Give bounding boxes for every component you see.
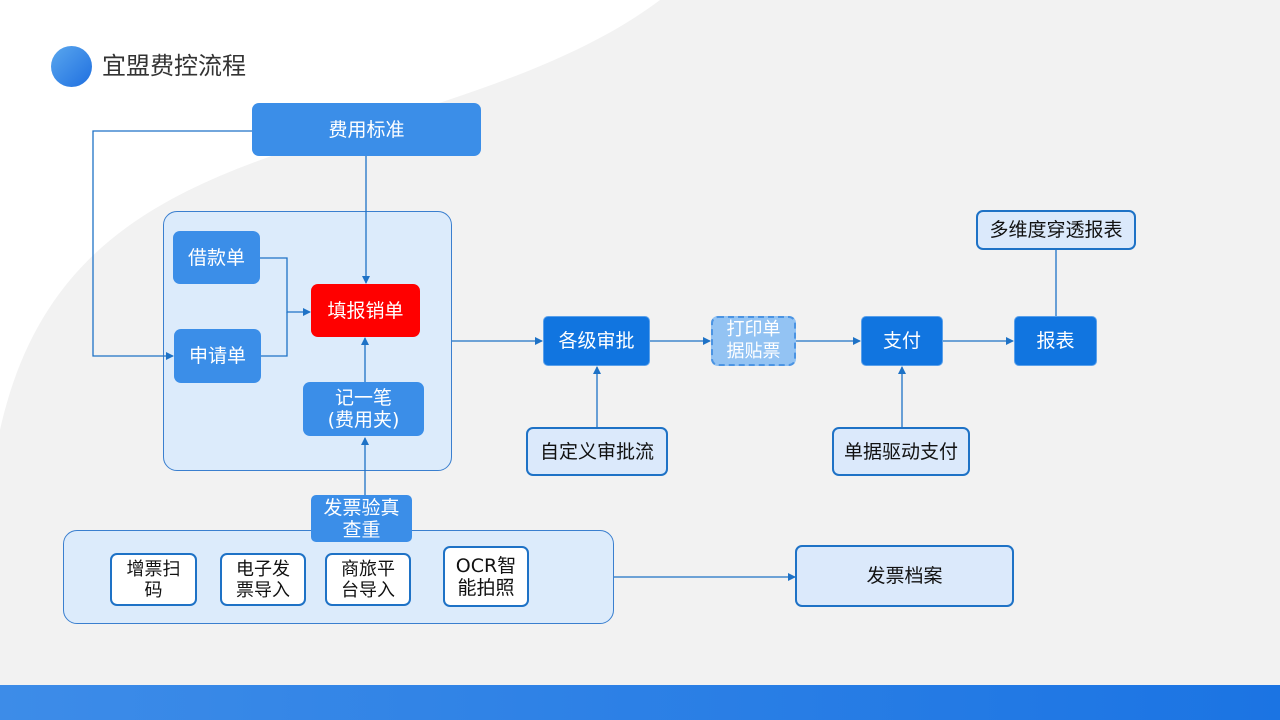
node-travel-platform-import[interactable]: 商旅平 台导入: [325, 553, 411, 606]
node-e-invoice-import[interactable]: 电子发 票导入: [220, 553, 306, 606]
node-approval[interactable]: 各级审批: [543, 316, 650, 366]
node-payment[interactable]: 支付: [861, 316, 943, 366]
node-report[interactable]: 报表: [1014, 316, 1097, 366]
footer-bar: [0, 685, 1280, 720]
connector-apply-to-reimburse: [260, 312, 288, 357]
node-vat-scan[interactable]: 增票扫 码: [110, 553, 197, 606]
node-note-expense-folder[interactable]: 记一笔 (费用夹): [303, 382, 424, 436]
node-expense-standard[interactable]: 费用标准: [252, 103, 481, 156]
node-fill-reimbursement[interactable]: 填报销单: [311, 284, 420, 337]
connector-loan-to-reimburse: [260, 257, 311, 316]
node-invoice-verify[interactable]: 发票验真 查重: [311, 495, 412, 542]
page-title: 宜盟费控流程: [102, 52, 246, 80]
node-custom-approval-flow[interactable]: 自定义审批流: [526, 427, 668, 476]
node-ocr-photo[interactable]: OCR智 能拍照: [443, 546, 529, 607]
node-multi-dimension-report[interactable]: 多维度穿透报表: [976, 210, 1136, 250]
node-loan-form[interactable]: 借款单: [173, 231, 260, 284]
node-application-form[interactable]: 申请单: [174, 329, 261, 383]
connector-standard-to-apply: [92, 130, 252, 360]
node-document-driven-payment[interactable]: 单据驱动支付: [832, 427, 970, 476]
node-invoice-archive[interactable]: 发票档案: [795, 545, 1014, 607]
node-print-attach[interactable]: 打印单 据贴票: [711, 316, 796, 366]
title-dot-icon: [51, 46, 92, 87]
